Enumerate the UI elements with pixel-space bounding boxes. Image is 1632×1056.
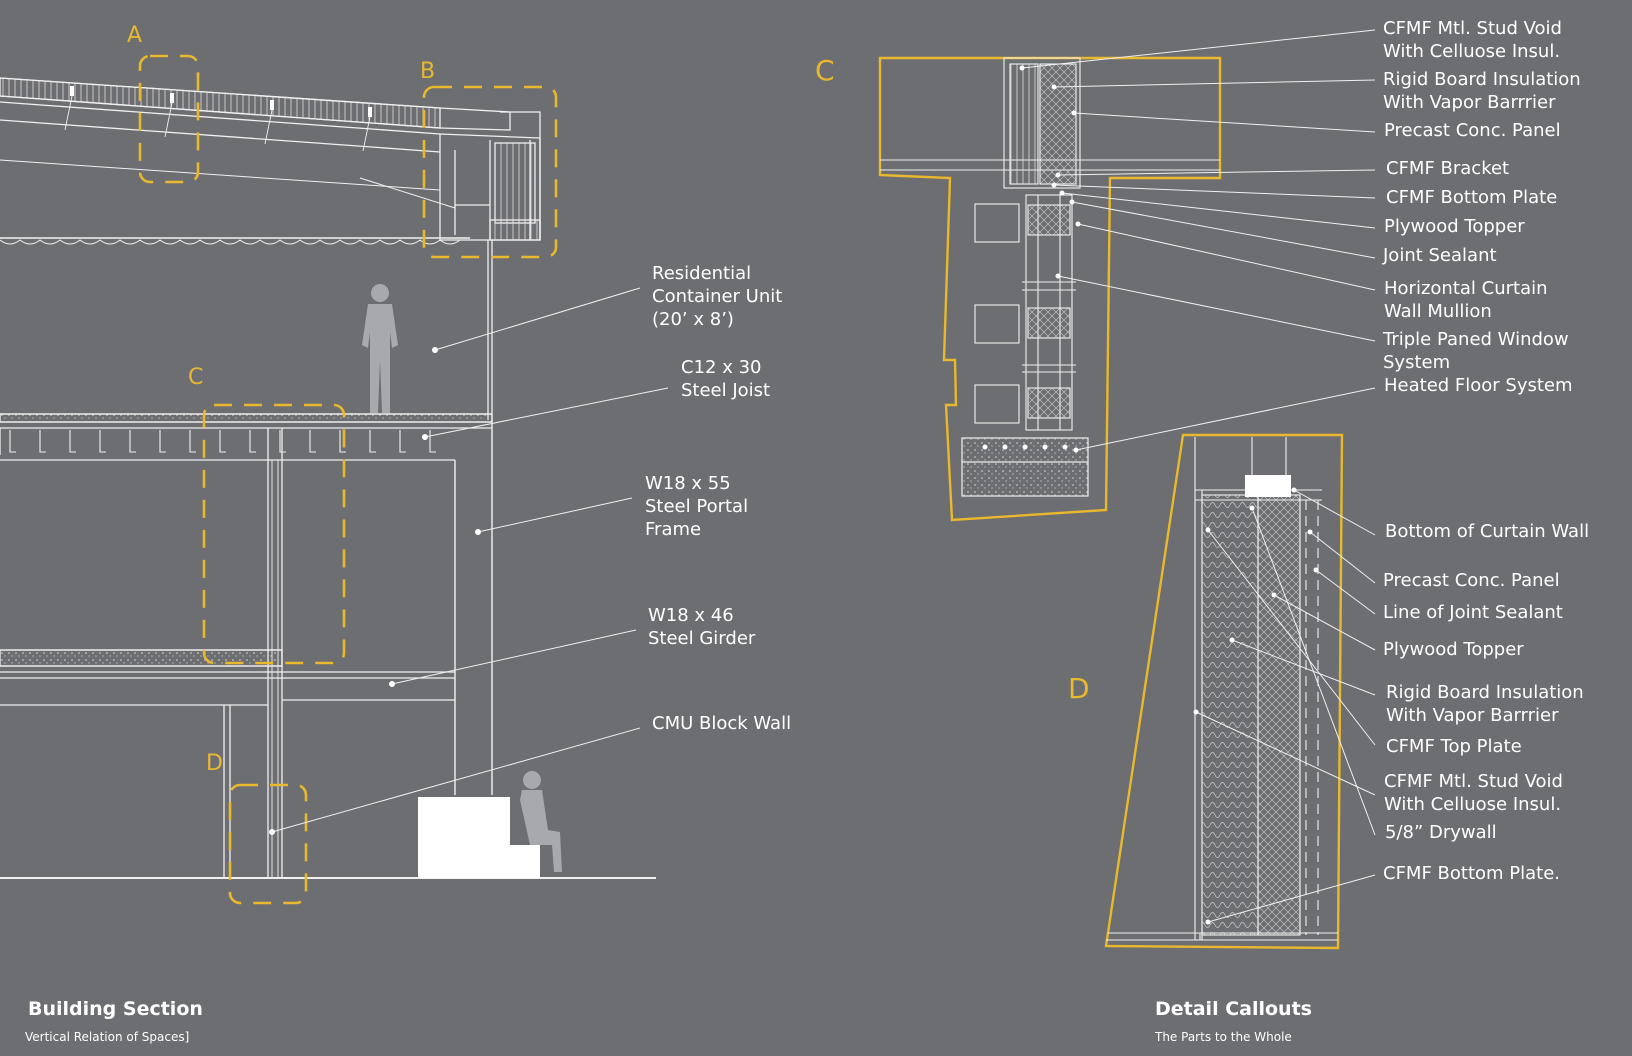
standing-person-figure <box>362 284 398 413</box>
callout-letter-d: D <box>206 751 223 776</box>
callout-box-c <box>202 403 346 665</box>
label-d-bottom-curtain-wall: Bottom of Curtain Wall <box>1385 521 1590 542</box>
label-residential-container: Residential Container Unit (20’ x 8’) <box>652 263 783 330</box>
label-d-joint-sealant: Line of Joint Sealant <box>1383 602 1563 623</box>
label-c-plywood-topper: Plywood Topper <box>1384 216 1525 237</box>
label-c-stud-void: CFMF Mtl. Stud Void With Celluose Insul. <box>1383 18 1562 62</box>
detail-c-letter: C <box>815 54 835 87</box>
label-c-triple-paned-window: Triple Paned Window System <box>1383 329 1569 373</box>
building-section-title: Building Section <box>28 998 203 1020</box>
callout-box-b <box>422 85 558 259</box>
label-c-bracket: CFMF Bracket <box>1386 158 1510 179</box>
seated-person-figure <box>520 771 562 872</box>
label-c-joint-sealant: Joint Sealant <box>1383 245 1497 266</box>
label-c-curtain-wall-mullion: Horizontal Curtain Wall Mullion <box>1384 278 1548 322</box>
detail-callouts-title: Detail Callouts <box>1155 998 1312 1020</box>
section-callout-boxes <box>138 54 558 905</box>
callout-letter-c: C <box>188 365 204 390</box>
label-d-drywall: 5/8” Drywall <box>1385 822 1497 843</box>
label-d-rigid-board: Rigid Board Insulation With Vapor Barrri… <box>1386 682 1584 726</box>
detail-c-outline <box>878 56 1222 522</box>
label-steel-portal-frame: W18 x 55 Steel Portal Frame <box>645 473 749 540</box>
label-steel-girder: W18 x 46 Steel Girder <box>648 605 756 649</box>
callout-letter-a: A <box>127 23 143 48</box>
building-section-drawing <box>0 77 656 879</box>
label-d-top-plate: CFMF Top Plate <box>1386 736 1522 757</box>
detail-d-drawing <box>1104 433 1344 950</box>
detail-callouts-subtitle: The Parts to the Whole <box>1155 1030 1292 1044</box>
detail-c-leader-lines <box>1021 29 1376 451</box>
label-d-plywood-topper: Plywood Topper <box>1383 639 1524 660</box>
container-floor <box>0 413 493 461</box>
cmu-block <box>418 797 510 878</box>
label-d-stud-void: CFMF Mtl. Stud Void With Celluose Insul. <box>1384 771 1563 815</box>
label-cmu-block-wall: CMU Block Wall <box>652 713 792 734</box>
section-leader-lines <box>271 287 669 833</box>
girder-level <box>0 649 455 878</box>
detail-c-drawing <box>878 56 1222 522</box>
label-c-heated-floor: Heated Floor System <box>1384 375 1573 396</box>
label-c-bottom-plate: CFMF Bottom Plate <box>1386 187 1558 208</box>
detail-d-letter: D <box>1068 672 1090 705</box>
label-d-bottom-plate: CFMF Bottom Plate. <box>1383 863 1561 884</box>
curtain-wall-bottom-block <box>1245 475 1291 497</box>
building-section-subtitle: Vertical Relation of Spaces] <box>25 1030 190 1044</box>
label-c-rigid-board: Rigid Board Insulation With Vapor Barrri… <box>1383 69 1581 113</box>
detail-d-leader-lines <box>1195 489 1376 923</box>
callout-box-a <box>138 54 200 184</box>
callout-letter-b: B <box>420 59 436 84</box>
callout-box-d <box>228 783 308 905</box>
detail-d-outline <box>1104 433 1344 950</box>
label-steel-joist: C12 x 30 Steel Joist <box>681 357 771 401</box>
label-c-precast-panel: Precast Conc. Panel <box>1384 120 1561 141</box>
label-d-precast-panel: Precast Conc. Panel <box>1383 570 1560 591</box>
roof-assembly <box>0 77 541 245</box>
